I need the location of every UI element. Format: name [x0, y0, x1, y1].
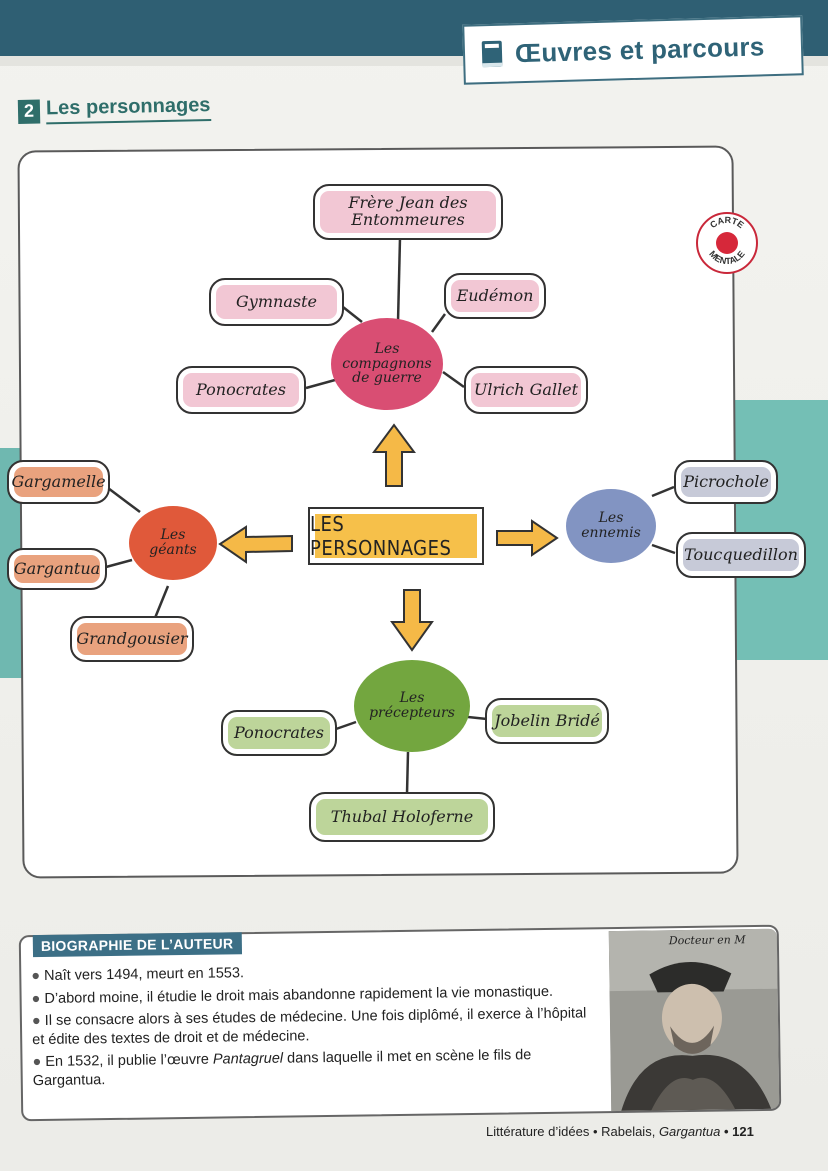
- node-label: Gargantua: [13, 558, 101, 578]
- page-number: • 121: [720, 1124, 754, 1139]
- center-node: LES PERSONNAGES: [308, 507, 484, 565]
- node-label: Thubal Holoferne: [330, 806, 474, 826]
- node-label: Ulrich Gallet: [473, 379, 579, 399]
- hub-label: ennemis: [581, 525, 641, 541]
- hub-label: de guerre: [352, 370, 422, 387]
- carte-mentale-badge: CARTE MENTALE: [696, 212, 758, 274]
- node-grandgousier: Grandgousier: [70, 616, 194, 662]
- biography-box: BIOGRAPHIE DE L’AUTEUR ● Naît vers 1494,…: [18, 924, 782, 1122]
- arrow-right: [496, 519, 559, 557]
- biography-item-text: En 1532, il publie l’œuvre: [45, 1051, 214, 1071]
- node-label: Entommeures: [351, 210, 465, 229]
- footer-text: Littérature d’idées • Rabelais,: [486, 1124, 659, 1139]
- biography-item: ● Naît vers 1494, meurt en 1553.: [31, 965, 245, 985]
- node-label: Toucquedillon: [684, 544, 798, 564]
- badge-text: CARTE MENTALE: [707, 215, 746, 266]
- hub-ennemis: Les ennemis: [566, 489, 656, 563]
- node-toucquedillon: Toucquedillon: [676, 532, 806, 578]
- portrait-rabelais: Docteur en M: [608, 928, 780, 1112]
- node-thubal-holoferne: Thubal Holoferne: [309, 792, 495, 842]
- hub-label: Les: [598, 510, 624, 527]
- arrow-left: [218, 525, 293, 564]
- node-picrochole: Picrochole: [674, 460, 778, 504]
- node-frere-jean: Frère Jean des Entommeures: [313, 184, 503, 240]
- book-title: Pantagruel: [212, 1050, 284, 1068]
- biography-item: ● D’abord moine, il étudie le droit mais…: [31, 983, 554, 1007]
- hub-label: précepteurs: [369, 705, 455, 721]
- node-label: Picrochole: [683, 471, 769, 491]
- biography-item-text: D’abord moine, il étudie le droit mais a…: [44, 983, 554, 1007]
- node-label: Gymnaste: [236, 291, 317, 311]
- badge-dot: [716, 232, 738, 254]
- hub-geants: Les géants: [129, 506, 217, 580]
- arrow-up: [372, 423, 416, 487]
- node-gymnaste: Gymnaste: [209, 278, 344, 326]
- svg-text:MENTALE: MENTALE: [707, 249, 746, 266]
- biography-list: ● Naît vers 1494, meurt en 1553. ● D’abo…: [31, 959, 593, 1094]
- arrow-down: [390, 589, 434, 652]
- node-gargantua: Gargantua: [7, 548, 107, 590]
- portrait-caption: Docteur en M: [668, 933, 746, 948]
- hub-label: Les: [399, 690, 425, 707]
- node-ulrich-gallet: Ulrich Gallet: [464, 366, 588, 414]
- node-label: Eudémon: [456, 285, 534, 305]
- right-accent: [733, 400, 828, 660]
- hub-label: Les: [160, 527, 186, 544]
- book-icon: [481, 40, 503, 68]
- biography-item-text: Il se consacre alors à ses études de méd…: [32, 1005, 587, 1048]
- hub-compagnons: Les compagnons de guerre: [331, 318, 443, 410]
- hub-label: géants: [149, 542, 197, 558]
- node-label: Ponocrates: [234, 722, 324, 742]
- hub-precepteurs: Les précepteurs: [354, 660, 470, 752]
- svg-text:CARTE: CARTE: [708, 215, 746, 230]
- node-ponocrates-tutor: Ponocrates: [221, 710, 337, 756]
- node-label: Ponocrates: [196, 379, 286, 399]
- node-ponocrates-companion: Ponocrates: [176, 366, 306, 414]
- hub-label: Les: [374, 340, 400, 357]
- biography-item: ● En 1532, il publie l’œuvre Pantagruel …: [32, 1047, 532, 1089]
- biography-item-text: Naît vers 1494, meurt en 1553.: [43, 965, 245, 984]
- header-box: Œuvres et parcours: [462, 15, 804, 85]
- node-gargamelle: Gargamelle: [7, 460, 110, 504]
- portrait-engraving: [608, 928, 780, 1112]
- page-footer: Littérature d’idées • Rabelais, Gargantu…: [486, 1124, 754, 1139]
- node-label: Jobelin Bridé: [494, 710, 600, 730]
- node-label: Frère Jean des: [348, 193, 468, 213]
- node-label: Gargamelle: [11, 471, 106, 491]
- biography-item: ● Il se consacre alors à ses études de m…: [31, 1005, 587, 1048]
- top-band-strip: [0, 56, 828, 66]
- node-label: Grandgousier: [76, 628, 188, 648]
- node-eudemon: Eudémon: [444, 273, 546, 319]
- node-jobelin-bride: Jobelin Bridé: [485, 698, 609, 744]
- hub-label: compagnons: [342, 355, 432, 372]
- biography-title: BIOGRAPHIE DE L’AUTEUR: [32, 932, 242, 958]
- footer-book-title: Gargantua: [658, 1124, 721, 1139]
